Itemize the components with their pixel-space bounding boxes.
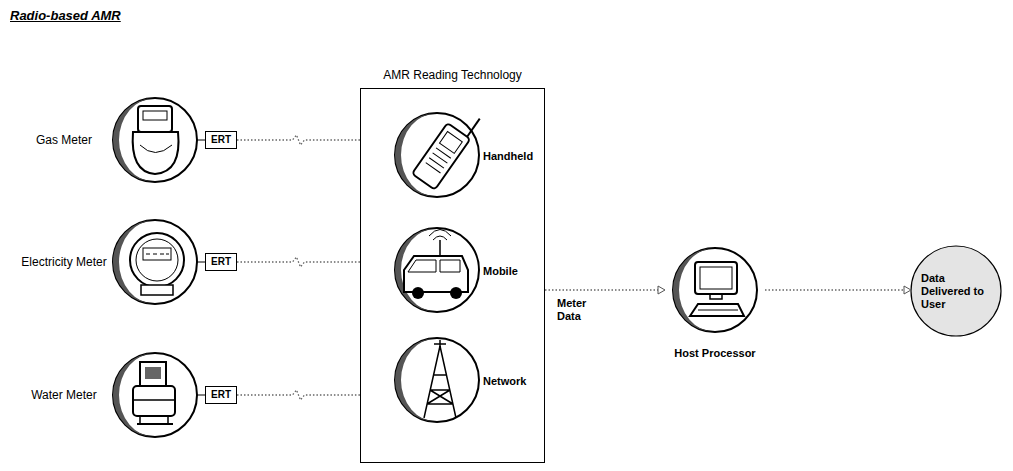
illustration-part <box>412 287 424 299</box>
reader-label: Network <box>483 375 526 387</box>
connector <box>197 140 205 141</box>
illustration-part <box>412 123 470 190</box>
illustration-part <box>395 228 479 312</box>
illustration-part <box>113 353 197 437</box>
connector-line <box>545 289 658 290</box>
ert-box: ERT <box>205 253 237 271</box>
illustration-part <box>408 260 460 272</box>
ert-box: ERT <box>205 131 237 149</box>
illustration-part <box>137 423 173 425</box>
reader-node: Network <box>396 339 541 423</box>
illustration-part <box>133 132 179 174</box>
connector <box>197 262 205 263</box>
diagram-title: Radio-based AMR <box>10 8 121 23</box>
host-processor-node: Host Processor <box>665 248 765 360</box>
illustration-part <box>395 338 479 422</box>
box-heading: AMR Reading Technology <box>361 68 544 82</box>
illustration-part <box>113 98 197 182</box>
illustration-part <box>467 119 480 137</box>
arrow-head <box>658 286 665 294</box>
illustration-part <box>424 346 456 418</box>
connector <box>197 395 205 396</box>
gas-meter-icon <box>113 98 197 182</box>
illustration-part <box>133 386 175 416</box>
illustration-part <box>143 111 167 120</box>
illustration-part <box>141 285 173 295</box>
illustration-part <box>395 338 437 422</box>
ert-label: ERT <box>211 256 231 268</box>
handheld-icon <box>395 105 483 197</box>
reader-node: Handheld <box>396 114 541 198</box>
illustration-part <box>412 105 483 190</box>
illustration-part <box>143 248 171 260</box>
connector-line <box>765 289 904 290</box>
illustration-part <box>130 233 184 287</box>
illustration-part <box>146 254 169 255</box>
illustration-part <box>140 145 172 153</box>
illustration-part <box>113 220 197 304</box>
ert-label: ERT <box>211 134 231 146</box>
arrow-head <box>904 286 911 294</box>
illustration-part <box>395 113 479 197</box>
illustration-part <box>138 106 172 132</box>
illustration-part <box>439 240 441 256</box>
ert-box: ERT <box>205 386 237 404</box>
host-label: Host Processor <box>674 346 755 360</box>
connector <box>237 390 360 400</box>
illustration-part <box>429 230 451 241</box>
connector <box>765 286 911 294</box>
illustration-part <box>450 287 462 299</box>
illustration-part <box>673 248 757 332</box>
illustration-part <box>440 132 463 154</box>
meter-node: Water Meter <box>20 353 197 437</box>
user-circle-node: Data Delivered to User <box>911 246 1001 336</box>
illustration-part <box>426 148 451 173</box>
connector <box>237 135 360 145</box>
illustration-part <box>136 239 178 281</box>
reader-label: Mobile <box>483 265 518 277</box>
meter-node: Gas Meter <box>20 98 197 182</box>
electricity-meter-icon <box>113 220 197 304</box>
reader-label: Handheld <box>483 150 533 162</box>
illustration-part <box>434 340 446 346</box>
illustration-part <box>404 256 468 292</box>
reader-node: Mobile <box>396 229 541 313</box>
illustration-part <box>145 367 161 379</box>
host-processor-icon <box>673 248 757 332</box>
connector-line <box>197 262 205 263</box>
illustration-part <box>133 400 175 424</box>
connector <box>237 257 360 267</box>
user-label: Data Delivered to User <box>921 272 991 311</box>
connector <box>545 286 665 294</box>
water-meter-icon <box>113 353 197 437</box>
illustration-part <box>140 362 166 386</box>
connector-line <box>237 257 360 267</box>
meter-label: Water Meter <box>20 388 108 402</box>
meter-node: Electricity Meter <box>20 220 197 304</box>
illustration-part <box>695 262 737 294</box>
illustration-part <box>698 310 738 311</box>
meter-label: Gas Meter <box>20 133 108 147</box>
edge-label: Meter Data <box>557 297 597 323</box>
network-tower-icon <box>395 338 479 422</box>
mobile-van-icon <box>395 228 479 312</box>
illustration-part <box>700 267 732 289</box>
illustration-part <box>690 304 744 316</box>
connector-line <box>237 135 360 145</box>
ert-label: ERT <box>211 389 231 401</box>
illustration-part <box>710 294 722 299</box>
connector-line <box>237 390 360 400</box>
connector-line <box>197 395 205 396</box>
connector-line <box>197 140 205 141</box>
reading-technology-box: AMR Reading TechnologyHandheldMobileNetw… <box>360 88 545 463</box>
user-circle <box>911 246 1001 336</box>
meter-label: Electricity Meter <box>20 255 108 269</box>
